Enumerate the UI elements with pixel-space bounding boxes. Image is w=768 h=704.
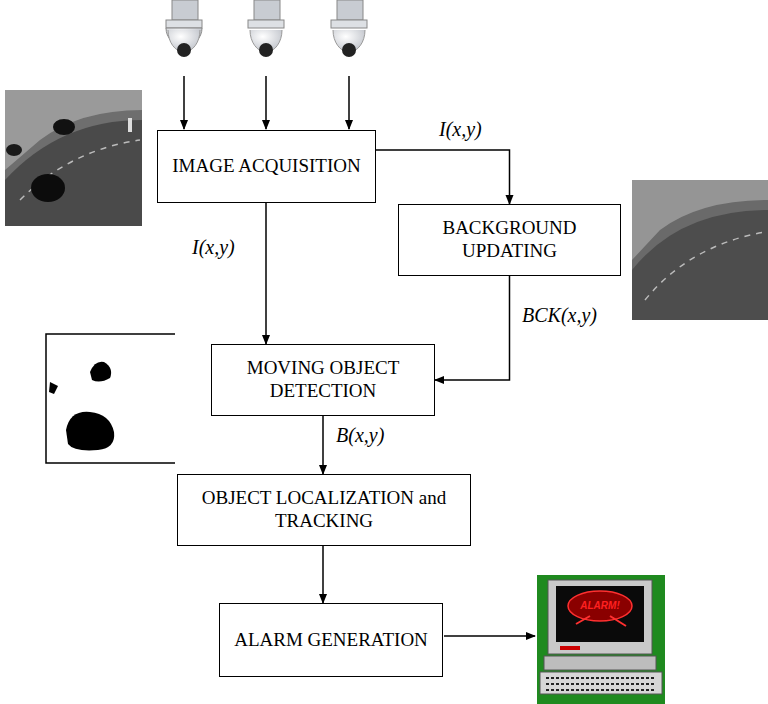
output-arrow <box>444 635 535 637</box>
camera-arrows <box>184 76 349 129</box>
flow-arrow <box>376 150 510 204</box>
box-label: ALARM GENERATION <box>234 629 428 652</box>
box-label: BACKGROUND UPDATING <box>409 217 610 263</box>
flow-arrow <box>265 203 267 344</box>
box-label: MOVING OBJECT DETECTION <box>222 357 424 403</box>
box-label: OBJECT LOCALIZATION and TRACKING <box>188 487 460 533</box>
camera-icon <box>166 0 202 57</box>
screen-text: ALARM! <box>580 600 619 611</box>
camera-icon <box>331 0 367 57</box>
signal-label: I(x,y) <box>190 236 237 259</box>
process-box: ALARM GENERATION <box>219 603 443 677</box>
box-label: IMAGE ACQUISITION <box>172 155 360 178</box>
street-photo <box>5 90 142 226</box>
camera-icon <box>248 0 284 57</box>
binary-mask <box>46 334 175 463</box>
signal-label: B(x,y) <box>334 424 386 447</box>
flow-arrow <box>322 546 324 603</box>
process-box: MOVING OBJECT DETECTION <box>211 344 435 416</box>
flow-arrow <box>322 416 324 474</box>
signal-label: I(x,y) <box>437 118 484 141</box>
background-image <box>632 180 768 320</box>
process-box: BACKGROUND UPDATING <box>398 204 621 276</box>
flow-arrow <box>435 276 510 380</box>
alarm-computer <box>537 575 665 704</box>
process-box: IMAGE ACQUISITION <box>157 130 376 203</box>
process-box: OBJECT LOCALIZATION and TRACKING <box>177 474 471 546</box>
signal-label: BCK(x,y) <box>520 304 599 327</box>
